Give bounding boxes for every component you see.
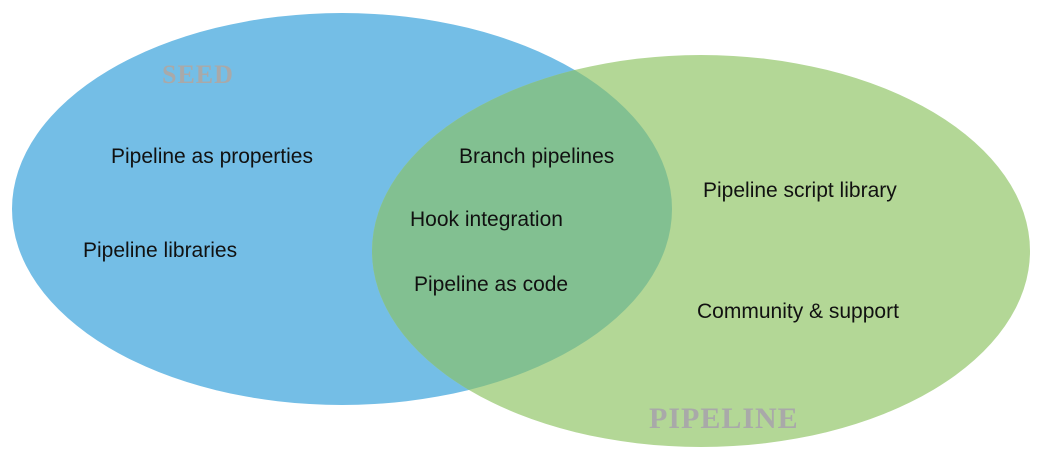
seed-item-pipeline-libraries: Pipeline libraries: [83, 239, 238, 262]
pipeline-item-community-support: Community & support: [697, 300, 899, 323]
overlap-region: [372, 55, 672, 405]
overlap-item-pipeline-as-code: Pipeline as code: [414, 273, 569, 296]
pipeline-set-title: PIPELINE: [649, 402, 799, 435]
seed-set-title: SEED: [162, 60, 234, 89]
overlap-item-branch-pipelines: Branch pipelines: [459, 145, 615, 168]
overlap-item-hook-integration: Hook integration: [410, 208, 563, 231]
pipeline-item-script-library: Pipeline script library: [703, 179, 897, 202]
seed-item-pipeline-as-properties: Pipeline as properties: [111, 145, 313, 168]
